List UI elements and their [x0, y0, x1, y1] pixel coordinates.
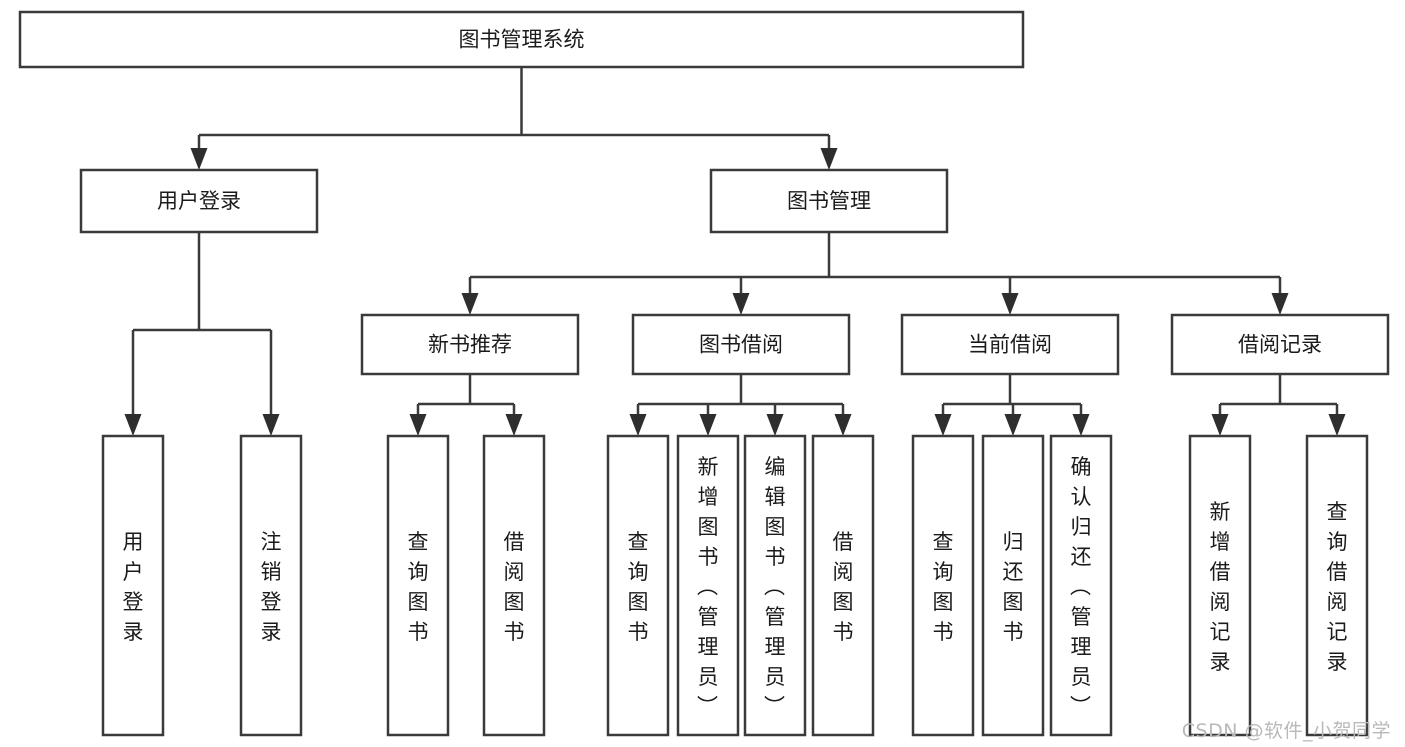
node-leaf-leaf-query-book-1[interactable]: 查询图书: [386, 434, 450, 737]
node-leaf-leaf-add-record[interactable]: 新增借阅记录: [1188, 434, 1252, 737]
arrow-head-icon: [834, 414, 852, 436]
node-box[interactable]: [18, 10, 1025, 69]
node-label: 查询借阅记录: [1327, 500, 1348, 674]
node-leaf-leaf-query-book-2[interactable]: 查询图书: [606, 434, 670, 737]
node-box[interactable]: [79, 168, 319, 234]
arrow-head-icon: [766, 414, 784, 436]
node-level3-book-borrow[interactable]: 图书借阅: [631, 313, 851, 376]
node-label: 图书管理系统: [459, 28, 585, 52]
connector-book-borrow-to-leaves: [629, 374, 852, 436]
node-label: 确认归还（管理员）: [1070, 455, 1092, 719]
node-box[interactable]: [239, 434, 303, 737]
arrow-head-icon: [505, 414, 523, 436]
arrow-head-icon: [1211, 414, 1229, 436]
connector-current-borrow-to-leaves: [934, 374, 1090, 436]
node-box[interactable]: [1305, 434, 1369, 737]
node-leaf-leaf-borrow-book-2[interactable]: 借阅图书: [811, 434, 875, 737]
node-label: 图书管理: [787, 189, 871, 213]
node-label: 用户登录: [123, 530, 144, 644]
arrow-head-icon: [1004, 414, 1022, 436]
node-box[interactable]: [606, 434, 670, 737]
node-leaf-leaf-borrow-book-1[interactable]: 借阅图书: [482, 434, 546, 737]
arrow-head-icon: [1072, 414, 1090, 436]
node-label: 新增借阅记录: [1210, 500, 1231, 674]
arrow-head-icon: [461, 293, 479, 315]
node-level3-current-borrow[interactable]: 当前借阅: [900, 313, 1120, 376]
node-label: 查询图书: [628, 530, 649, 644]
node-box[interactable]: [743, 434, 807, 737]
arrow-head-icon: [1001, 293, 1019, 315]
node-level2-user-login[interactable]: 用户登录: [79, 168, 319, 234]
node-box[interactable]: [981, 434, 1045, 737]
arrow-head-icon: [409, 414, 427, 436]
arrow-head-icon: [699, 414, 717, 436]
node-label: 新书推荐: [428, 333, 512, 357]
node-label: 借阅记录: [1238, 333, 1322, 357]
node-box[interactable]: [1188, 434, 1252, 737]
node-box[interactable]: [911, 434, 975, 737]
node-box[interactable]: [900, 313, 1120, 376]
node-leaf-leaf-query-book-3[interactable]: 查询图书: [911, 434, 975, 737]
node-leaf-leaf-add-book[interactable]: 新增图书（管理员）: [676, 434, 740, 737]
node-leaf-leaf-query-record[interactable]: 查询借阅记录: [1305, 434, 1369, 737]
node-leaf-leaf-return-book[interactable]: 归还图书: [981, 434, 1045, 737]
connector-root-to-l2: [190, 67, 838, 170]
nodes-layer: 图书管理系统用户登录图书管理新书推荐图书借阅当前借阅借阅记录用户登录注销登录查询…: [18, 10, 1390, 737]
node-label: 编辑图书（管理员）: [764, 455, 786, 719]
arrow-head-icon: [124, 414, 142, 436]
node-box[interactable]: [631, 313, 851, 376]
node-label: 查询图书: [408, 530, 429, 644]
node-label: 图书借阅: [699, 333, 783, 357]
node-root[interactable]: 图书管理系统: [18, 10, 1025, 69]
node-label: 归还图书: [1003, 530, 1024, 644]
arrow-head-icon: [732, 293, 750, 315]
node-level3-new-book-recommend[interactable]: 新书推荐: [360, 313, 580, 376]
node-leaf-leaf-confirm-return[interactable]: 确认归还（管理员）: [1049, 434, 1113, 737]
arrow-head-icon: [1328, 414, 1346, 436]
watermark-label: CSDN @软件_小贺同学: [1181, 720, 1391, 742]
node-label: 查询图书: [933, 530, 954, 644]
connectors-layer: [124, 67, 1346, 436]
node-level2-book-manage[interactable]: 图书管理: [709, 168, 949, 234]
connector-borrow-record-to-leaves: [1211, 374, 1346, 436]
node-label: 当前借阅: [968, 333, 1052, 357]
node-box[interactable]: [386, 434, 450, 737]
node-leaf-leaf-edit-book[interactable]: 编辑图书（管理员）: [743, 434, 807, 737]
node-box[interactable]: [482, 434, 546, 737]
node-label: 注销登录: [261, 530, 282, 644]
node-label: 借阅图书: [504, 530, 525, 644]
arrow-head-icon: [629, 414, 647, 436]
connector-new-book-recommend-to-leaves: [409, 374, 523, 436]
arrow-head-icon: [934, 414, 952, 436]
node-box[interactable]: [1049, 434, 1113, 737]
node-box[interactable]: [811, 434, 875, 737]
node-label: 用户登录: [157, 189, 241, 213]
node-box[interactable]: [709, 168, 949, 234]
node-leaf-leaf-user-login[interactable]: 用户登录: [101, 434, 165, 737]
node-level3-borrow-record[interactable]: 借阅记录: [1170, 313, 1390, 376]
connector-user-login-to-leaves: [124, 232, 280, 436]
node-box[interactable]: [1170, 313, 1390, 376]
node-label: 新增图书（管理员）: [697, 455, 719, 719]
arrow-head-icon: [1271, 293, 1289, 315]
node-leaf-leaf-logout-login[interactable]: 注销登录: [239, 434, 303, 737]
connector-book-manage-to-l3: [461, 232, 1289, 315]
arrow-head-icon: [190, 148, 208, 170]
node-box[interactable]: [676, 434, 740, 737]
node-box[interactable]: [360, 313, 580, 376]
arrow-head-icon: [262, 414, 280, 436]
node-box[interactable]: [101, 434, 165, 737]
node-label: 借阅图书: [833, 530, 854, 644]
arrow-head-icon: [820, 148, 838, 170]
